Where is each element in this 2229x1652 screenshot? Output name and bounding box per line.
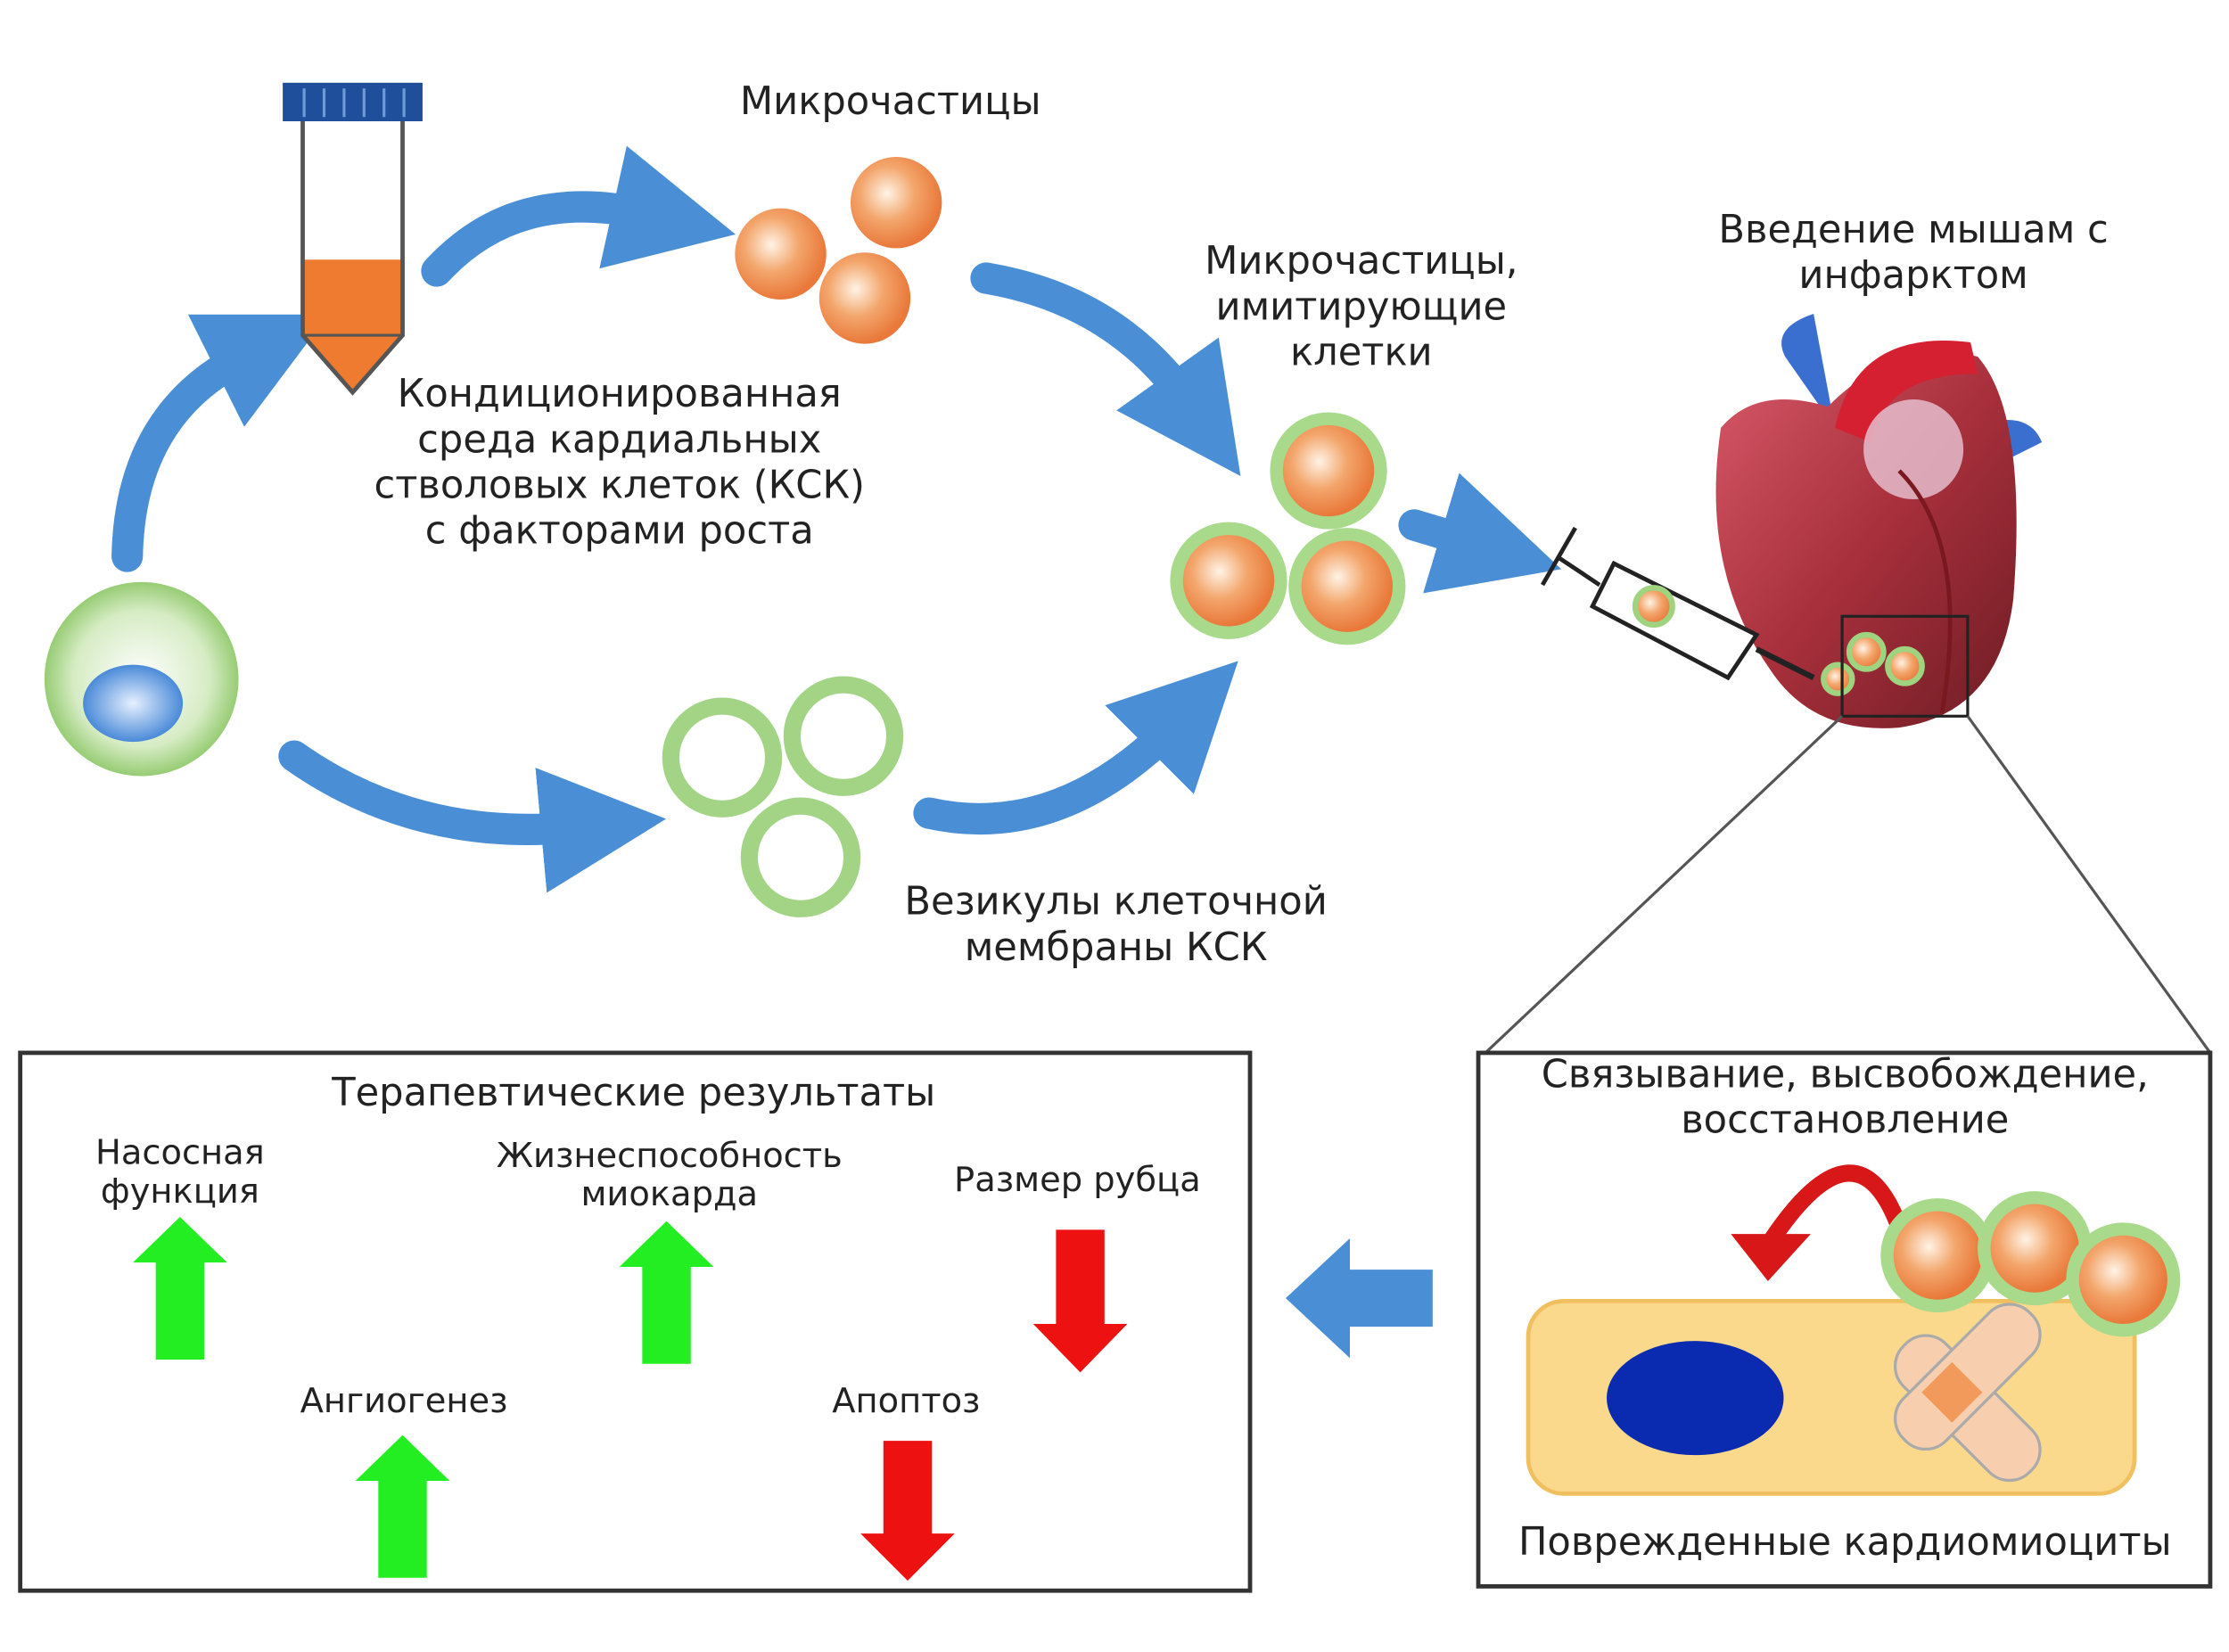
svg-text:имитирующие: имитирующие — [1216, 284, 1508, 329]
cardiomyocyte-nucleus — [1607, 1341, 1784, 1456]
svg-text:стволовых клеток (КСК): стволовых клеток (КСК) — [374, 463, 864, 507]
stem-cell — [44, 581, 239, 777]
heart-illustration — [1715, 314, 2043, 728]
svg-text:мембраны КСК: мембраны КСК — [965, 925, 1268, 970]
arrow-microparticles-to-mimic — [970, 262, 1241, 476]
svg-text:инфарктом: инфарктом — [1798, 253, 2027, 298]
vesicles-label: Везикулы клеточной мембраны КСК — [904, 880, 1327, 970]
svg-text:среда кардиальных: среда кардиальных — [417, 417, 821, 462]
svg-text:Ангиогенез: Ангиогенез — [300, 1381, 508, 1421]
viability-up-arrow — [619, 1221, 714, 1364]
cell-mimicking-microparticles — [1170, 412, 1406, 645]
svg-text:Жизнеспособность: Жизнеспособность — [497, 1136, 843, 1176]
svg-text:Микрочастицы,: Микрочастицы, — [1205, 239, 1518, 284]
arrow-medium-to-microparticles — [421, 145, 736, 287]
svg-text:миокарда: миокарда — [580, 1174, 758, 1214]
angiogenesis-up-arrow — [355, 1434, 450, 1578]
svg-text:функция: функция — [101, 1171, 259, 1212]
syringe-icon — [1540, 526, 1815, 681]
svg-text:Везикулы клеточной: Везикулы клеточной — [904, 880, 1327, 925]
results-title: Терапевтические результаты — [331, 1071, 935, 1115]
nucleus — [83, 664, 184, 743]
result-arrow — [1286, 1237, 1433, 1359]
svg-text:Апоптоз: Апоптоз — [832, 1381, 980, 1421]
conditioned-medium-label: Кондиционированная среда кардиальных ств… — [374, 372, 864, 554]
svg-text:Насосная: Насосная — [95, 1133, 265, 1173]
damaged-cells-label: Поврежденные кардиомиоциты — [1518, 1520, 2172, 1565]
flow-arrows — [111, 145, 1562, 893]
microparticles — [735, 157, 942, 344]
zoom-region — [1484, 614, 2212, 1055]
results-panel: Терапевтические результаты Насосная функ… — [18, 1050, 1253, 1593]
svg-text:клетки: клетки — [1290, 331, 1433, 375]
svg-text:восстановление: восстановление — [1681, 1098, 2009, 1143]
mechanism-panel: Связывание, высвобождение, восстановлени… — [1476, 1050, 2213, 1589]
svg-text:Размер рубца: Размер рубца — [954, 1160, 1201, 1200]
pump-function-up-arrow — [133, 1216, 227, 1360]
apoptosis-down-arrow — [860, 1441, 955, 1581]
arrow-cell-to-vesicles — [278, 740, 667, 893]
injection-label: Введение мышам с инфарктом — [1718, 208, 2108, 298]
arrow-mimic-to-heart — [1398, 473, 1562, 594]
tube-icon — [283, 82, 423, 396]
svg-text:с факторами роста: с факторами роста — [425, 509, 814, 554]
membrane-vesicles — [662, 676, 904, 917]
microparticles-label: Микрочастицы — [740, 79, 1041, 124]
arrow-vesicles-to-mimic — [913, 661, 1238, 835]
scar-size-down-arrow — [1032, 1229, 1128, 1373]
svg-text:Связывание, высвобождение,: Связывание, высвобождение, — [1542, 1052, 2149, 1097]
cell-mimicking-label: Микрочастицы, имитирующие клетки — [1205, 239, 1518, 374]
red-curved-arrow — [1764, 1164, 1908, 1246]
svg-text:Кондиционированная: Кондиционированная — [398, 372, 842, 416]
arrow-cell-to-medium — [111, 314, 329, 572]
bandage-icon — [1894, 1303, 2042, 1483]
svg-text:Введение мышам с: Введение мышам с — [1718, 208, 2108, 252]
